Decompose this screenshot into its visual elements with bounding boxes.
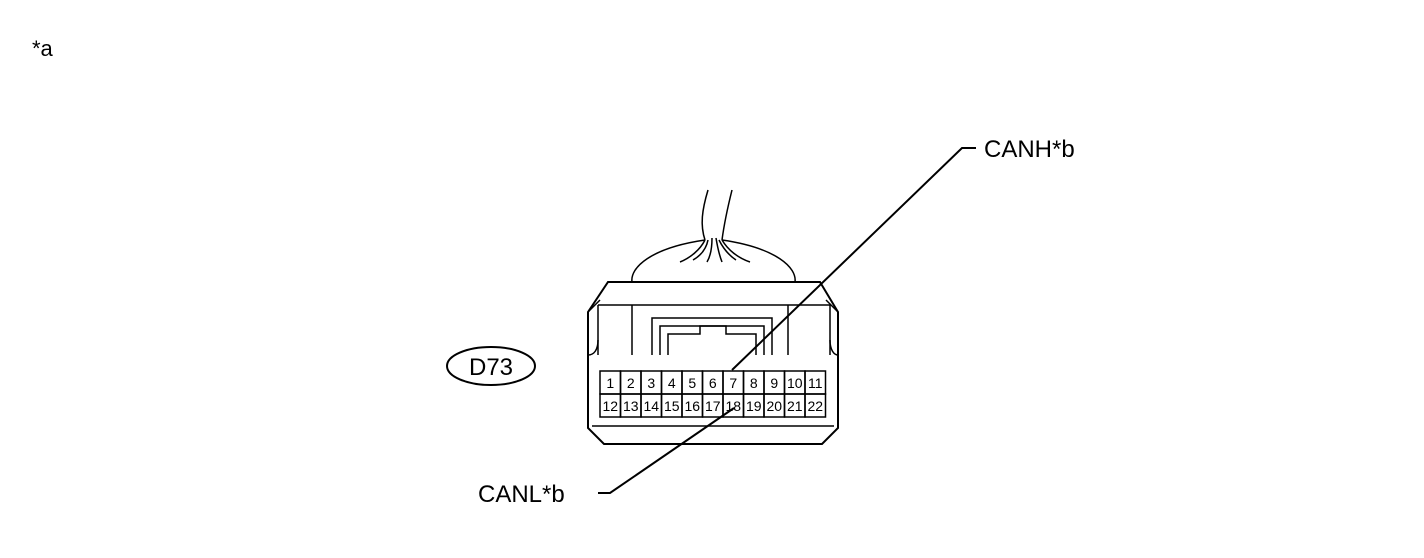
pin-number: 21 xyxy=(787,398,803,414)
canh-leader-line xyxy=(731,147,976,371)
connector-code: D73 xyxy=(469,354,513,381)
figure-corner-label: *a xyxy=(32,36,53,61)
pin-number: 11 xyxy=(808,375,823,391)
pin-number: 1 xyxy=(606,375,614,391)
pin-number: 6 xyxy=(709,375,717,391)
pin-number: 12 xyxy=(602,398,618,414)
connector-housing xyxy=(587,281,839,445)
pin-number: 13 xyxy=(623,398,639,414)
pin-number: 9 xyxy=(770,375,778,391)
pin-number: 4 xyxy=(668,375,676,391)
pin-number: 10 xyxy=(787,375,803,391)
pin-number: 3 xyxy=(647,375,655,391)
pin-number: 15 xyxy=(664,398,680,414)
pin-number: 19 xyxy=(746,398,762,414)
wire-harness xyxy=(631,189,796,283)
canl-pin-label: CANL*b xyxy=(478,481,565,508)
pin-number: 2 xyxy=(627,375,635,391)
canh-pin-label: CANH*b xyxy=(984,136,1075,163)
pin-number: 22 xyxy=(807,398,823,414)
pin-cavity xyxy=(804,393,827,418)
pin-number: 20 xyxy=(766,398,782,414)
pin-number: 17 xyxy=(705,398,721,414)
pin-number: 16 xyxy=(684,398,700,414)
pin-number: 14 xyxy=(643,398,659,414)
leader-lines xyxy=(598,147,976,494)
pin-number: 8 xyxy=(750,375,758,391)
canl-leader-line xyxy=(598,407,735,494)
connector-code-badge: D73 xyxy=(446,346,536,386)
pin-number: 5 xyxy=(688,375,696,391)
pin-number: 7 xyxy=(729,375,737,391)
